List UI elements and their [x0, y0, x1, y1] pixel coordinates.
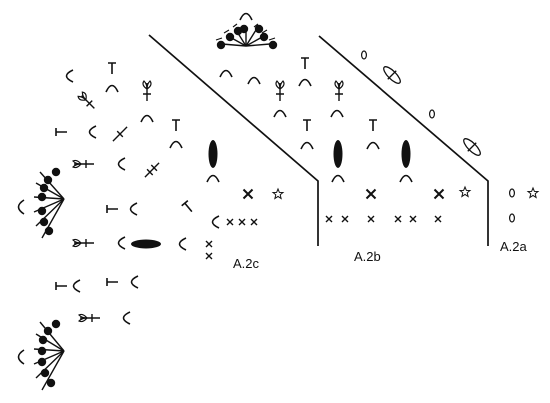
chart-label-a2c: A.2c	[233, 256, 260, 271]
chart-label-a2b: A.2b	[354, 249, 381, 264]
boundary-lines	[148, 34, 489, 246]
chart-label-a2a: A.2a	[500, 239, 527, 254]
region-a2c	[55, 62, 284, 325]
left-fan-upper	[17, 167, 65, 239]
boundary-a2b	[318, 35, 489, 246]
region-a2b	[273, 80, 471, 223]
left-fan-lower	[17, 319, 65, 391]
boundary-a2c	[148, 34, 319, 246]
region-a2a	[361, 50, 539, 223]
top-fan	[215, 12, 312, 87]
